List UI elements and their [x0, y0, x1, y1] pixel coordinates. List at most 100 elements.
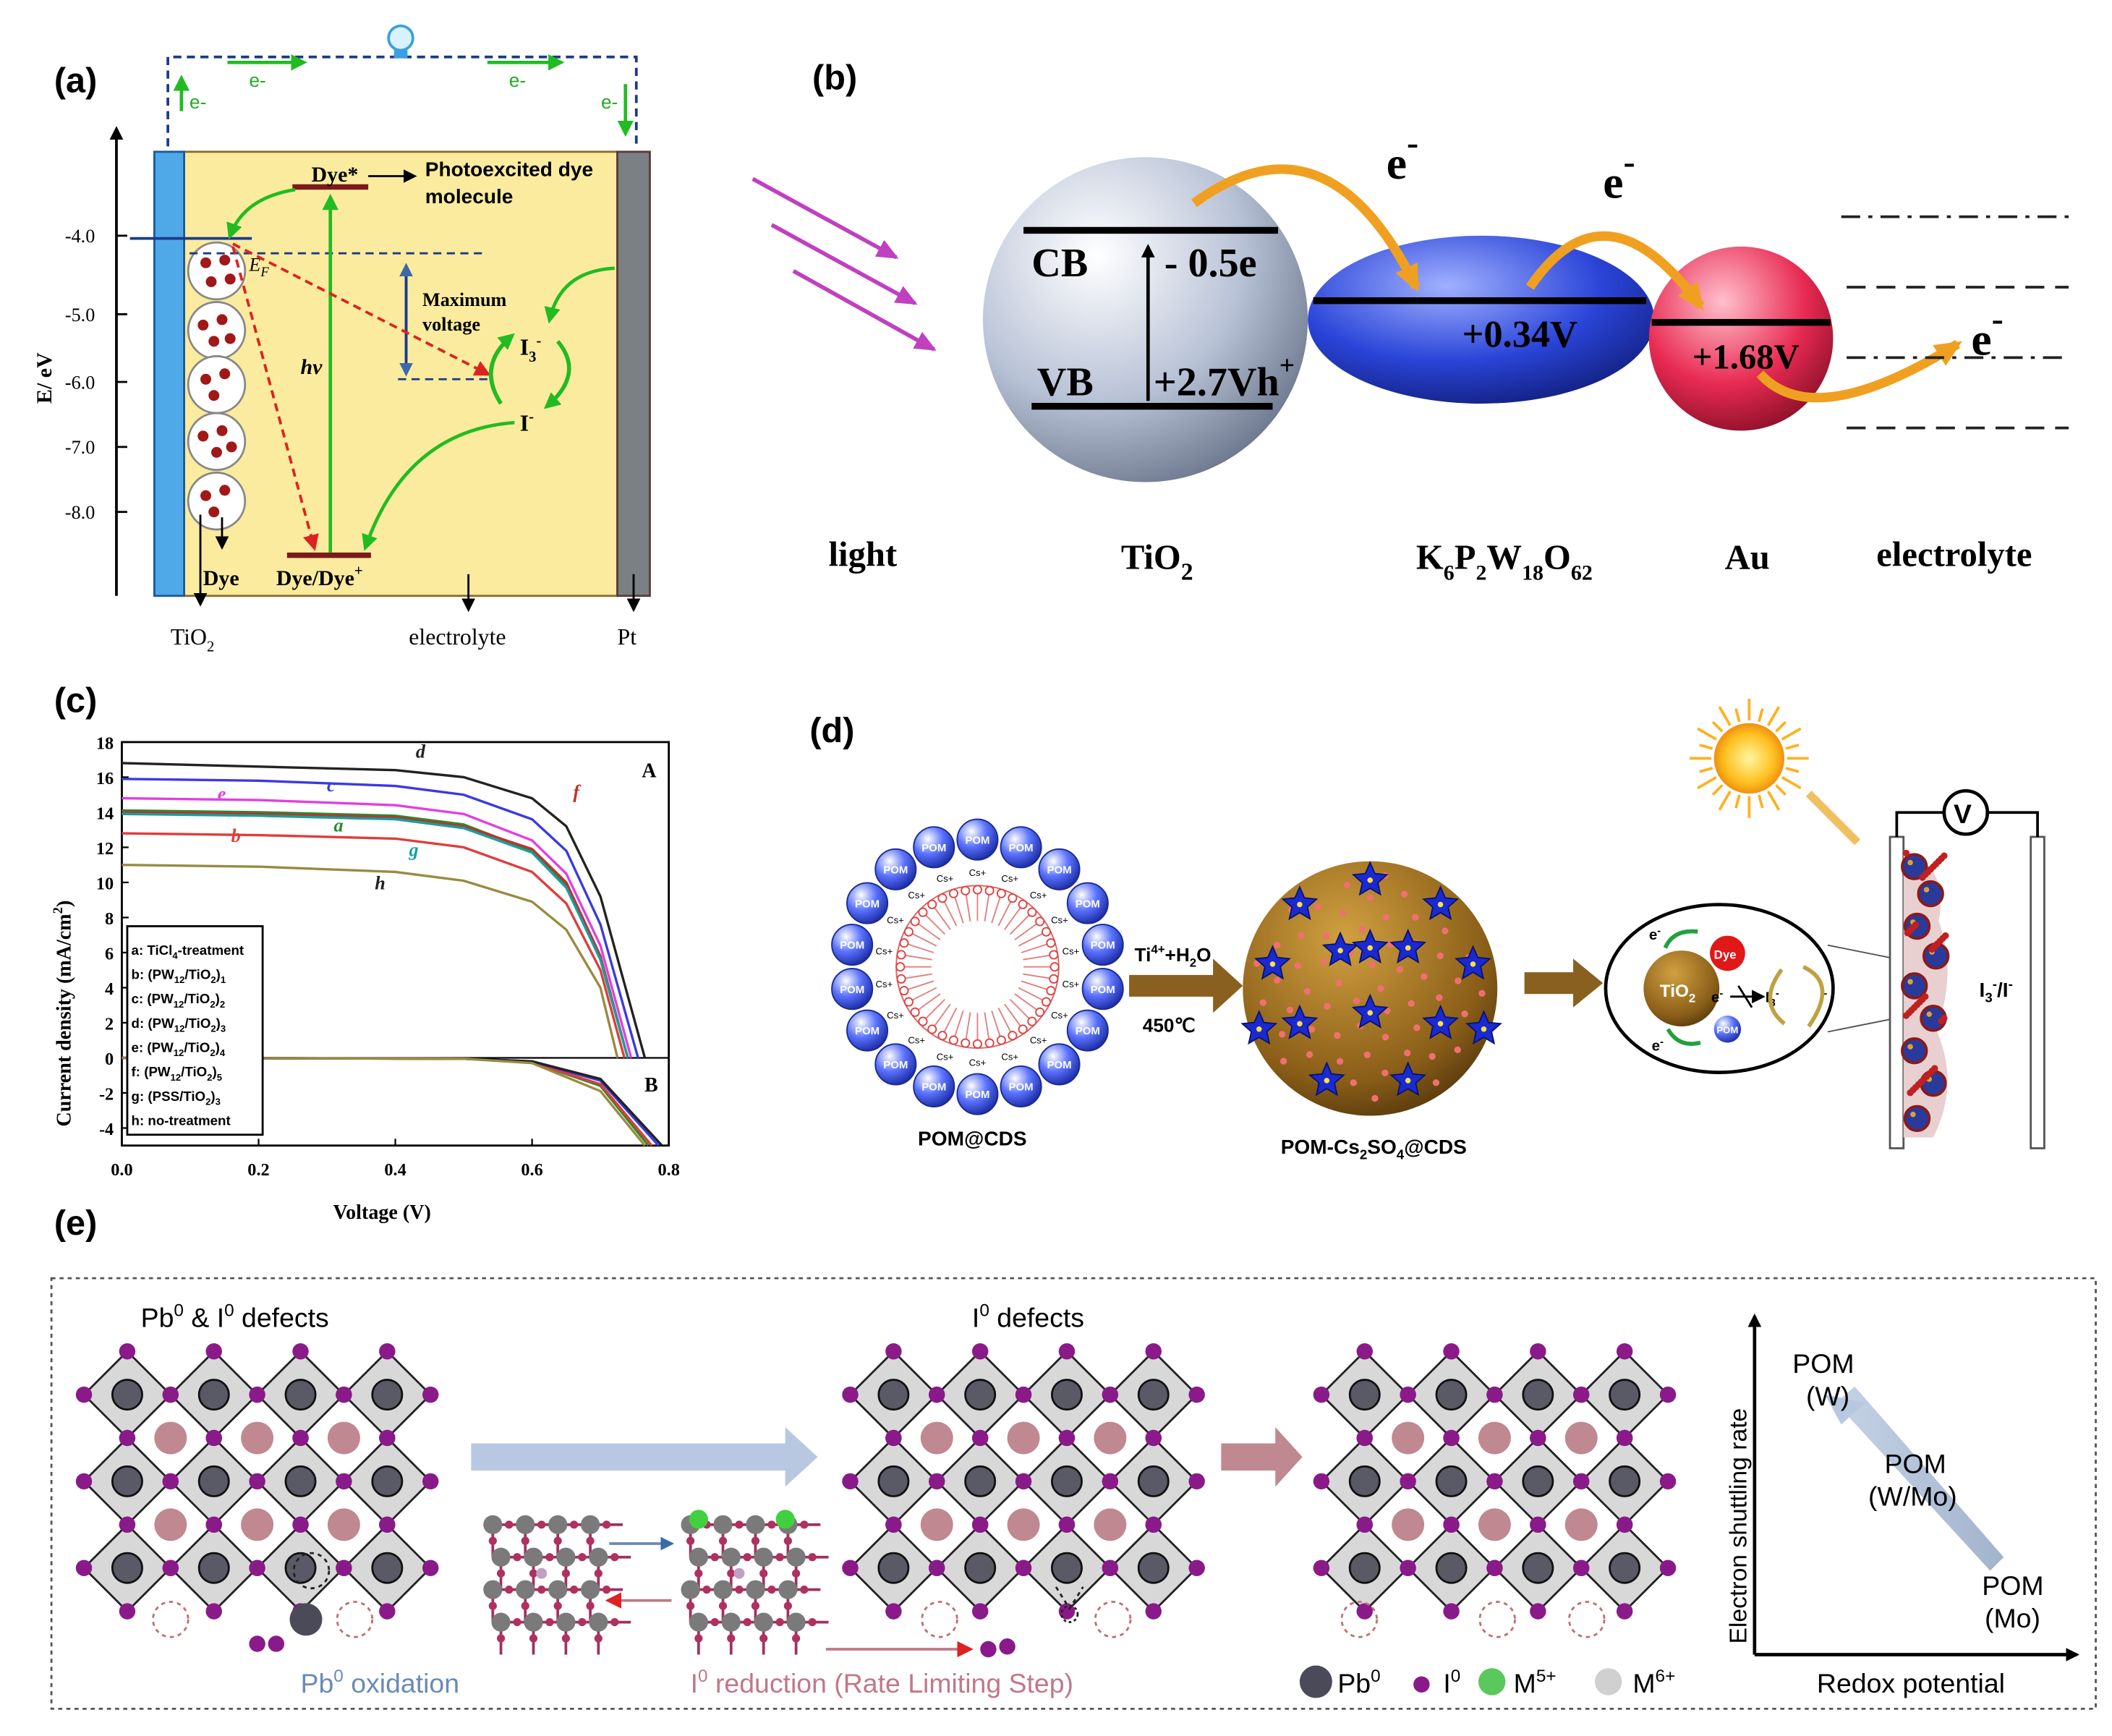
tio2-label: TiO2 — [1121, 537, 1193, 585]
atom-legend: Pb0 I0 M5+ M6+ — [1299, 1665, 1675, 1698]
y-tick-label: 4 — [105, 979, 114, 999]
i0-atom — [268, 1635, 285, 1652]
pom-sphere — [956, 1073, 999, 1115]
redox-cycle-right — [543, 340, 571, 409]
sun-icon — [1690, 699, 1809, 818]
cs-ion-label: Cs+ — [1063, 979, 1080, 990]
assembly-arrow — [1524, 958, 1604, 1008]
i0-atom — [999, 1638, 1015, 1655]
electrolyte-label: electrolyte — [1876, 535, 2032, 574]
energy-ticks: -4.0 -5.0 -6.0 -7.0 -8.0 — [65, 226, 127, 523]
jv-curve — [122, 832, 626, 1058]
curve-label: b — [231, 825, 241, 846]
pom-sphere-label: POM — [965, 1089, 989, 1101]
pom-sphere — [1081, 924, 1124, 966]
au-value: +1.68V — [1692, 337, 1800, 376]
pb0-oxidation-label: Pb0 oxidation — [301, 1667, 460, 1698]
dye-pair-label: Dye/Dye+ — [276, 563, 363, 590]
pom-sphere-label: POM — [921, 1081, 946, 1094]
film-particles — [1901, 849, 1950, 1132]
panel-e-label: (e) — [54, 1204, 97, 1243]
process-arrow-1 — [471, 1427, 818, 1487]
y-axis-label: Current density (mA/cm2) — [51, 901, 75, 1127]
legend-item: e: (PW12/TiO2)4 — [132, 1040, 226, 1059]
light-label: light — [829, 535, 898, 574]
voltmeter-label: V — [1954, 799, 1972, 829]
energy-tick-label: -7.0 — [65, 437, 95, 458]
cs-ion-label: Cs+ — [1063, 946, 1080, 957]
triiodide-label: I3- — [520, 333, 542, 365]
pom-sphere-label: POM — [1076, 898, 1100, 910]
pom-w-title: POM — [1792, 1348, 1854, 1379]
injection-arrow — [226, 187, 296, 240]
pom-wmo-sub: (W/Mo) — [1868, 1481, 1957, 1512]
max-voltage-line1: Maximum — [422, 289, 507, 310]
perovskite-lattice-1 — [75, 1343, 439, 1620]
redox-cycle-left — [489, 333, 515, 405]
y-tick-label: 6 — [105, 944, 114, 963]
y-tick-label: 12 — [96, 839, 114, 859]
pom-sphere — [1000, 826, 1042, 869]
x-tick-label: 0.6 — [521, 1160, 542, 1180]
legend-item: h: no-treatment — [132, 1113, 231, 1128]
cs-ion-label: Cs+ — [937, 1051, 954, 1062]
electrolyte-lines — [1841, 215, 2069, 430]
pt-electrode — [616, 150, 651, 597]
pom-ellipsoid — [1308, 235, 1655, 404]
panel-b-label: (b) — [812, 59, 857, 98]
tio2-electrode — [153, 150, 185, 597]
y-tick-label: 2 — [105, 1014, 114, 1034]
regen-arc — [1666, 1028, 1701, 1046]
transfer-arrow-2 — [1525, 231, 1705, 311]
cs-ion-label: Cs+ — [908, 890, 925, 901]
regeneration-arrow — [362, 420, 515, 551]
electron-label-2: e- — [1603, 142, 1635, 208]
blocked-mark — [1737, 985, 1753, 1008]
cs-ion-label: Cs+ — [887, 915, 904, 926]
external-circuit — [166, 55, 638, 147]
electrolyte-region — [183, 150, 618, 597]
transfer-arrow-3 — [1756, 340, 1962, 403]
y-tick-label: 16 — [96, 769, 114, 788]
jv-curves — [122, 762, 663, 1146]
cs-ion-label: Cs+ — [876, 946, 893, 957]
pom-sphere — [1066, 1009, 1109, 1052]
pom-sphere — [1066, 882, 1109, 924]
x-tick-label: 0.2 — [247, 1160, 269, 1180]
dashed-sites-3 — [1340, 1601, 1606, 1638]
energy-tick-label: -5.0 — [65, 305, 95, 326]
dye-excited-label: Dye* — [312, 163, 359, 187]
x-tick-label: 0.8 — [657, 1160, 679, 1180]
curve-label: c — [327, 775, 336, 796]
electron-label-3: e- — [1971, 299, 2003, 365]
curve-label: f — [573, 782, 581, 803]
energy-tick-label: -4.0 — [65, 226, 95, 247]
legend-item: g: (PSS/TiO2)3 — [132, 1089, 221, 1107]
cs-ion-label: Cs+ — [887, 1010, 904, 1021]
pb-vacancy — [292, 1552, 331, 1590]
trend-arrow — [1836, 1386, 2004, 1571]
energy-axis-label: E/ eV — [33, 352, 56, 404]
pom-sphere-label: POM — [1047, 1059, 1071, 1071]
electron-label-1: e- — [1387, 124, 1418, 190]
light-rays — [751, 176, 937, 352]
pom-sphere — [913, 826, 955, 869]
cs-ion-label: Cs+ — [1051, 1010, 1068, 1021]
jv-curve — [122, 811, 629, 1058]
pom-sphere — [831, 924, 874, 966]
ti-precursor-label: Ti4++H2O — [1135, 943, 1212, 970]
curve-label: a — [333, 815, 343, 836]
electron-label-1: e- — [190, 91, 206, 113]
y-tick-label: 0 — [105, 1050, 114, 1069]
panel-d-label: (d) — [809, 711, 854, 750]
pom-sphere-label: POM — [855, 1025, 880, 1037]
defects-heading-2: I0 defects — [972, 1301, 1084, 1333]
pom-w-sub: (W) — [1806, 1381, 1849, 1411]
pom-small — [1713, 1016, 1742, 1043]
curve-label: e — [218, 783, 226, 804]
legend-item: c: (PW12/TiO2)2 — [132, 991, 226, 1010]
cb-label: CB — [1031, 241, 1088, 286]
bulb-icon — [387, 24, 414, 59]
process-arrow-2 — [1221, 1427, 1303, 1487]
